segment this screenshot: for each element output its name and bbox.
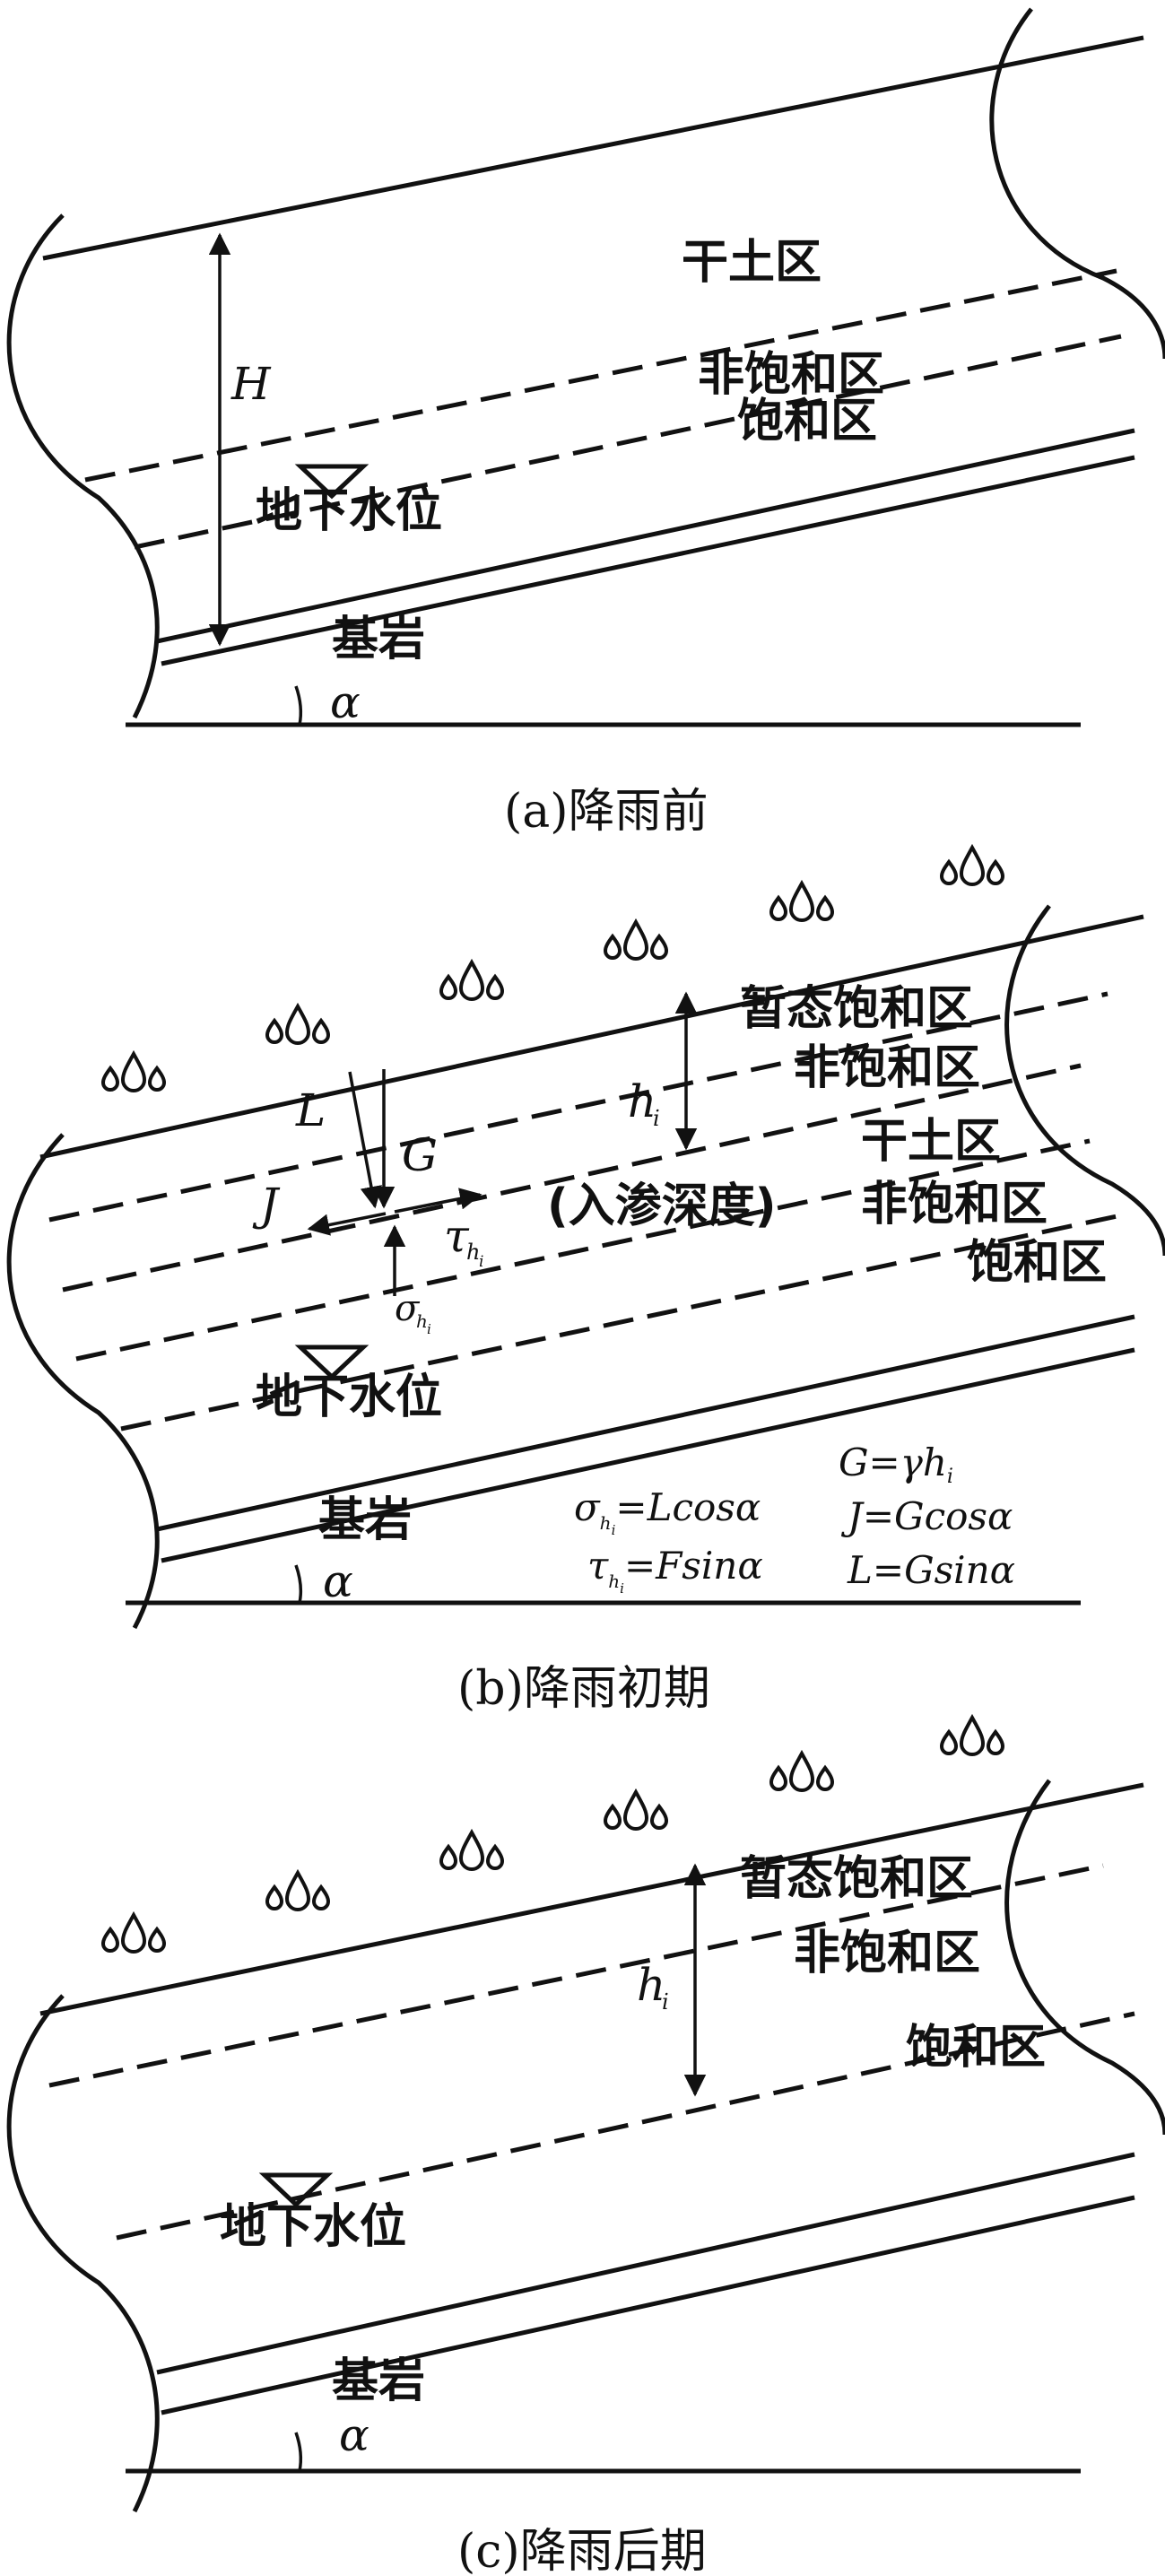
panel-b-zone-dry: 干土区 xyxy=(861,1115,1001,1169)
panel-c-angle-arc xyxy=(294,2432,303,2472)
panel-b-saturated-line xyxy=(156,1314,1135,1532)
panel-a-zone-unsaturated: 非饱和区 xyxy=(698,348,884,402)
panel-c-depth-symbol: h xyxy=(637,1959,665,2011)
panel-b-zone-saturated: 饱和区 xyxy=(967,1236,1107,1290)
panel-c-raindrops-3 xyxy=(439,1831,504,1871)
panel-c-groundwater-label: 地下水位 xyxy=(220,2200,406,2254)
panel-b-force-sigma-label: σ xyxy=(395,1288,421,1329)
panel-b-force-tau-sub-h: h xyxy=(466,1240,480,1265)
panel-a-bedrock-line xyxy=(161,455,1135,666)
panel-a-groundwater-label: 地下水位 xyxy=(256,484,442,538)
panel-c-right-boundary xyxy=(1004,1779,1165,2136)
panel-a-groundwater-line xyxy=(134,334,1122,550)
panel-c-zone-transient: 暂态饱和区 xyxy=(740,1852,973,1906)
panel-c-raindrops-5 xyxy=(769,1752,834,1792)
panel-a: H α 地下水位 基岩 干土区 非饱和区 饱和区 (a)降雨前 xyxy=(6,7,1165,839)
panel-b-raindrops-3 xyxy=(439,961,504,1001)
panel-a-unsaturated-top xyxy=(84,268,1117,483)
panel-b-angle-symbol: α xyxy=(323,1555,353,1607)
panel-a-saturated-line xyxy=(156,428,1135,644)
panel-b-force-G-label: G xyxy=(402,1129,438,1181)
panel-c-bedrock-label: 基岩 xyxy=(332,2354,425,2408)
panel-c-zone-saturated: 饱和区 xyxy=(906,2021,1046,2075)
panel-b-force-sigma-sub-h: h xyxy=(416,1310,428,1332)
panel-a-angle-arc xyxy=(294,685,303,726)
panel-b-formula-L: L=Gsinα xyxy=(847,1548,1015,1592)
panel-b-raindrops-2 xyxy=(265,1005,330,1045)
panel-b-left-boundary xyxy=(6,1133,160,1630)
panel-c-depth-subscript: i xyxy=(662,1989,669,2015)
panel-c-transient-line xyxy=(48,1863,1104,2088)
panel-b-formula-J: J=Gcosα xyxy=(840,1494,1013,1538)
panel-b-force-tau-label: τ xyxy=(444,1210,470,1262)
panel-b-ground-surface xyxy=(39,914,1144,1160)
panel-b-formula-tau: τhi=Fsinα xyxy=(587,1544,763,1597)
panel-b-groundwater-label: 地下水位 xyxy=(256,1371,442,1424)
panel-b-unsaturated-top xyxy=(75,1138,1091,1362)
panel-c-wetting-front xyxy=(116,2011,1135,2241)
panel-b-depth-note: (入渗深度) xyxy=(547,1179,777,1233)
panel-b-force-L-arrow xyxy=(348,1071,382,1209)
panel-b-zone-unsaturated-upper: 非饱和区 xyxy=(794,1041,980,1095)
panel-b-water-table-icon xyxy=(294,1345,369,1380)
panel-c-saturated-line xyxy=(156,2152,1135,2375)
panel-a-zone-dry: 干土区 xyxy=(682,236,822,290)
panel-a-angle-symbol: α xyxy=(330,676,361,728)
panel-a-water-table-icon xyxy=(294,464,369,500)
panel-c-water-table-icon xyxy=(258,2172,334,2208)
panel-a-zone-saturated: 饱和区 xyxy=(737,395,877,448)
panel-b-force-sigma-sub-i: i xyxy=(427,1321,431,1337)
panel-c-ground-surface xyxy=(39,1782,1144,2016)
panel-b-force-J-arrow xyxy=(307,1212,387,1236)
panel-c-raindrops-1 xyxy=(101,1913,166,1954)
panel-c-raindrops-4 xyxy=(604,1790,668,1831)
panel-b-groundwater-line xyxy=(120,1213,1122,1432)
panel-b-depth-subscript: i xyxy=(653,1106,660,1131)
panel-a-left-boundary xyxy=(6,213,160,719)
panel-a-caption: (a)降雨前 xyxy=(504,785,709,839)
panel-a-right-boundary xyxy=(989,7,1165,360)
panel-c-left-boundary xyxy=(6,1994,160,2513)
panel-b-formula-sigma: σhi=Lcosα xyxy=(574,1485,761,1538)
panel-b-wetting-front xyxy=(62,1063,1082,1292)
panel-b-raindrops-6 xyxy=(940,846,1004,886)
panel-b-transient-line xyxy=(48,991,1108,1223)
panel-a-ground-surface xyxy=(42,35,1144,261)
panel-b-zone-transient: 暂态饱和区 xyxy=(740,982,973,1036)
panel-b-caption: (b)降雨初期 xyxy=(457,1662,710,1716)
panel-c: h i 地下水位 基岩 α 暂态饱和区 非饱和区 饱和区 (c)降雨后期 xyxy=(6,1716,1165,2576)
panel-a-height-symbol: H xyxy=(230,358,272,410)
panel-b-bedrock-line xyxy=(161,1347,1135,1563)
panel-b-formula-G: G=γhi xyxy=(839,1440,953,1488)
panel-b-zone-unsaturated-lower: 非饱和区 xyxy=(861,1178,1048,1231)
panel-b-right-boundary xyxy=(1004,904,1165,1257)
panel-c-raindrops-2 xyxy=(265,1871,330,1911)
panel-b-depth-symbol: h xyxy=(628,1075,656,1127)
panel-b-force-tau-sub-i: i xyxy=(479,1253,483,1271)
panel-b-raindrops-5 xyxy=(769,882,834,922)
panel-b-raindrops-1 xyxy=(101,1052,166,1092)
panel-c-angle-symbol: α xyxy=(339,2409,369,2461)
panel-c-bedrock-line xyxy=(161,2195,1135,2415)
panel-c-caption: (c)降雨后期 xyxy=(457,2525,707,2576)
panel-b-bedrock-label: 基岩 xyxy=(318,1493,412,1547)
panel-b-force-J-label: J xyxy=(252,1179,281,1231)
panel-b: h i (入渗深度) L G J τ h i σ h i 地下水位 基岩 α 暂… xyxy=(6,846,1165,1716)
panel-a-bedrock-label: 基岩 xyxy=(332,613,425,666)
panel-b-raindrops-4 xyxy=(604,920,668,961)
panel-b-angle-arc xyxy=(294,1564,303,1604)
panel-b-force-tau-arrow xyxy=(394,1188,483,1214)
panel-c-zone-unsaturated: 非饱和区 xyxy=(794,1927,980,1980)
panel-b-force-L-label: L xyxy=(295,1084,326,1136)
panel-c-raindrops-6 xyxy=(940,1716,1004,1756)
